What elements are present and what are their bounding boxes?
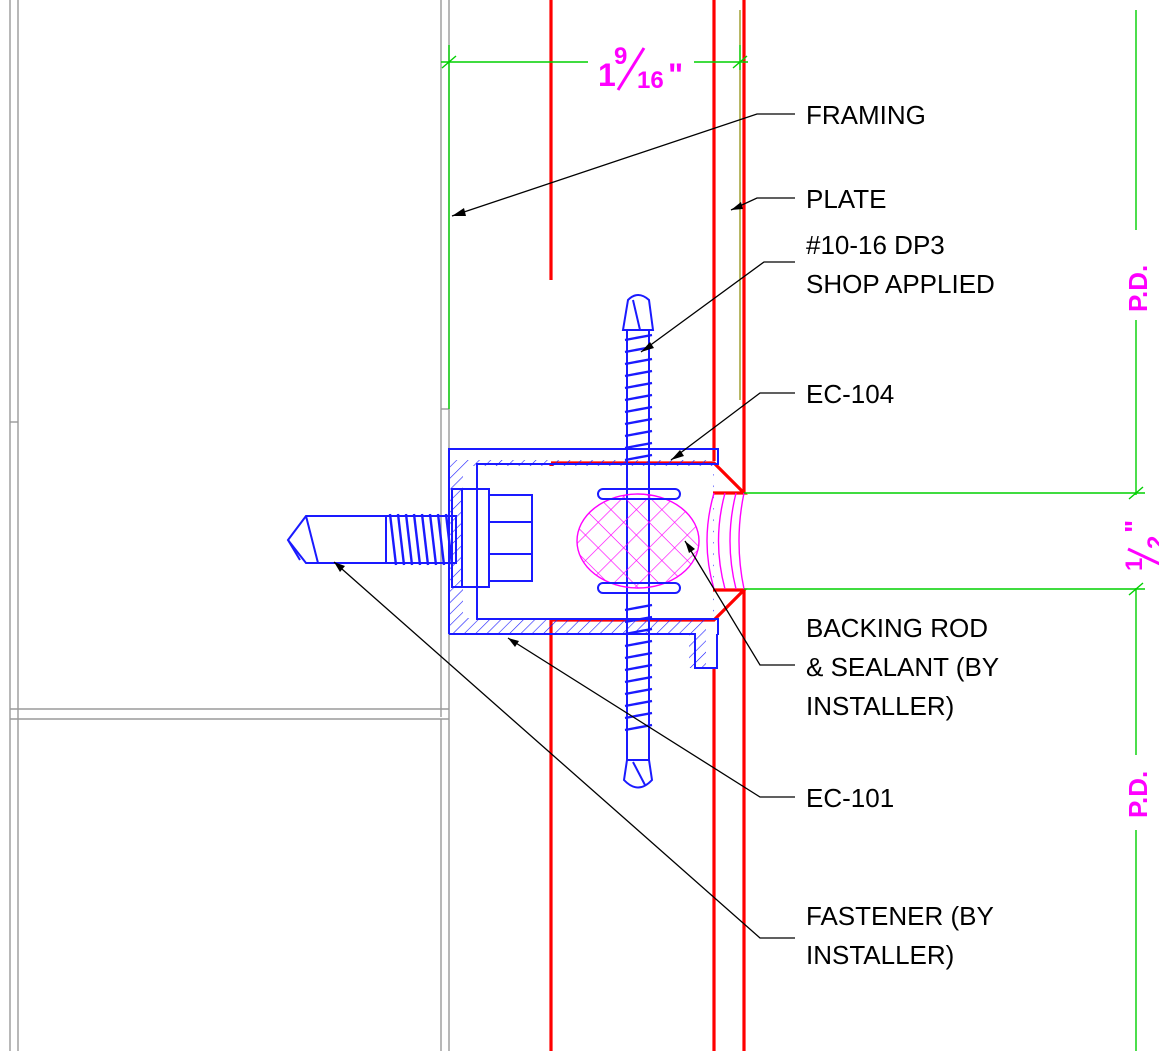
label-backing-line3: INSTALLER) — [806, 691, 954, 721]
label-fastener-line1: FASTENER (BY — [806, 901, 994, 931]
screw-thread-line — [624, 639, 653, 648]
label-screw-line1: #10-16 DP3 — [806, 230, 945, 260]
screw-thread-line — [624, 417, 653, 426]
screw-thread-line — [624, 651, 653, 660]
screw-thread-line — [624, 663, 653, 672]
screw-thread-line — [624, 393, 653, 402]
screw-thread-line — [624, 675, 653, 684]
screw-thread-line — [624, 429, 653, 438]
dim-top-unit: " — [668, 57, 683, 93]
fastener-thread-line — [412, 513, 422, 566]
screw-thread-line — [624, 687, 653, 696]
fastener-thread-line — [428, 513, 438, 566]
screw-thread-line — [624, 453, 653, 462]
installer-fastener — [286, 488, 533, 588]
screw-thread-line — [624, 603, 653, 612]
dimension-joint-width: 1 2 " — [1119, 520, 1159, 571]
dimension-top-width: 1 9 16 " — [598, 43, 683, 94]
dim-top-whole: 1 — [598, 57, 616, 93]
dimension-lines — [441, 10, 1145, 1051]
screw-thread-line — [624, 627, 653, 636]
label-ec101: EC-101 — [806, 783, 894, 813]
dim-joint-numerator: 1 — [1121, 558, 1148, 571]
fastener-thread-line — [404, 513, 414, 566]
pd-label-lower: P.D. — [1123, 771, 1153, 818]
callout-labels: FRAMING PLATE #10-16 DP3 SHOP APPLIED EC… — [806, 100, 999, 970]
label-screw-line2: SHOP APPLIED — [806, 269, 995, 299]
screw-thread-line — [624, 699, 653, 708]
screw-thread-line — [624, 381, 653, 390]
label-backing-line2: & SEALANT (BY — [806, 652, 999, 682]
screw-thread-line — [624, 441, 653, 450]
screw-thread-line — [624, 369, 653, 378]
screw-threads — [624, 333, 653, 732]
fastener-threads — [388, 513, 454, 566]
screw-thread-line — [624, 405, 653, 414]
screw-thread-line — [624, 615, 653, 624]
pd-label-upper: P.D. — [1123, 265, 1153, 312]
label-framing: FRAMING — [806, 100, 926, 130]
label-backing-line1: BACKING ROD — [806, 613, 988, 643]
dim-joint-denominator: 2 — [1143, 536, 1159, 549]
label-plate: PLATE — [806, 184, 886, 214]
framing-member — [9, 0, 450, 1051]
sealant-bead — [706, 492, 745, 590]
screw-thread-line — [624, 357, 653, 366]
backing-rod — [576, 488, 700, 594]
fastener-thread-line — [444, 513, 454, 566]
leader-lines — [333, 113, 795, 939]
fastener-thread-line — [396, 513, 406, 566]
screw-thread-line — [624, 711, 653, 720]
dim-top-denominator: 16 — [637, 67, 664, 94]
fastener-thread-line — [388, 513, 398, 566]
dim-top-numerator: 9 — [614, 43, 627, 70]
label-ec104: EC-104 — [806, 379, 894, 409]
label-fastener-line2: INSTALLER) — [806, 940, 954, 970]
dim-joint-unit: " — [1119, 520, 1150, 533]
screw-thread-line — [624, 333, 653, 342]
fastener-thread-line — [420, 513, 430, 566]
fastener-thread-line — [436, 513, 446, 566]
